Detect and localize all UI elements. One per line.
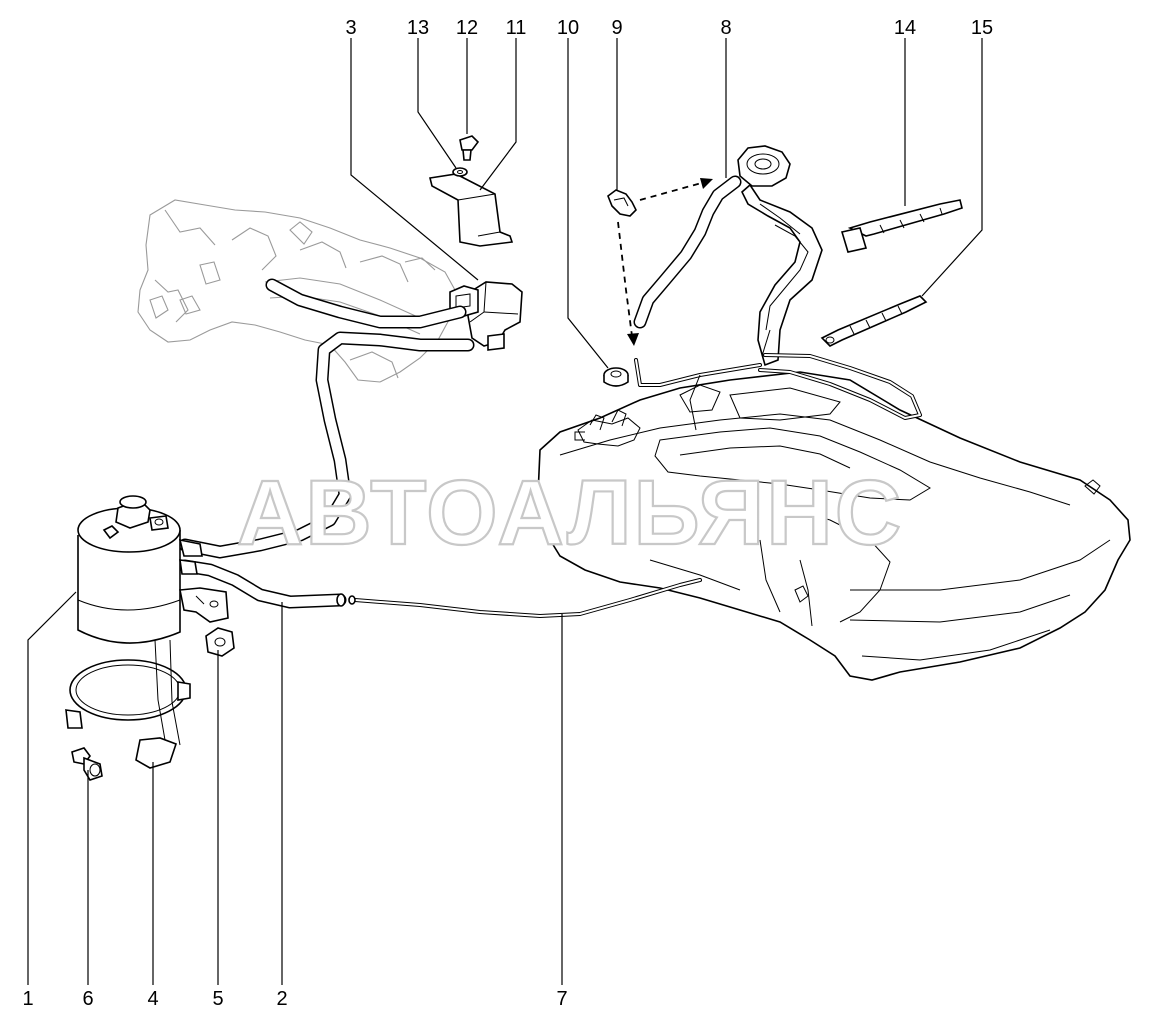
fuel-tank [537, 371, 1131, 681]
callout-12: 12 [456, 17, 478, 39]
callout-8: 8 [720, 17, 731, 39]
callout-labels: 1 6 4 5 2 7 3 13 12 11 10 9 8 14 15 [22, 17, 993, 1010]
callout-5: 5 [212, 988, 223, 1010]
callout-9: 9 [611, 17, 622, 39]
arrowhead-9-10 [627, 333, 639, 346]
washer-13 [452, 167, 468, 177]
callout-3: 3 [345, 17, 356, 39]
bolt-6 [71, 747, 103, 781]
fuel-filler-neck [737, 145, 823, 367]
tank-vent-line [634, 353, 922, 431]
grommet-10 [603, 367, 629, 387]
cable-tie-15 [820, 295, 928, 347]
manifold-to-valve-hose [178, 278, 475, 559]
charcoal-canister-1 [77, 495, 203, 644]
watermark: АВТОАЛЬЯНС [237, 462, 903, 564]
vapor-tube-7 [348, 578, 702, 618]
canister-holder-4 [65, 587, 229, 769]
leader-lines [27, 38, 983, 985]
callout-7: 7 [556, 988, 567, 1010]
callout-6: 6 [82, 988, 93, 1010]
valve-bracket-11 [429, 173, 514, 247]
vent-hose-8 [633, 175, 742, 329]
engine-intake-manifold [137, 199, 456, 383]
hose-clip-9 [607, 189, 637, 217]
callout-14: 14 [894, 17, 916, 39]
callout-13: 13 [407, 17, 429, 39]
assembly-arrow-9-10 [617, 221, 633, 337]
callout-10: 10 [557, 17, 579, 39]
nut-5 [205, 627, 235, 657]
callout-2: 2 [276, 988, 287, 1010]
assembly-arrow-9-8 [639, 181, 706, 201]
callout-4: 4 [147, 988, 158, 1010]
callout-1: 1 [22, 988, 33, 1010]
bolt-12 [459, 135, 480, 161]
cable-tie-14 [840, 199, 963, 253]
callout-11: 11 [506, 17, 527, 39]
canister-hose-2 [178, 559, 347, 609]
arrowhead-9-8 [700, 178, 713, 189]
callout-15: 15 [971, 17, 993, 39]
